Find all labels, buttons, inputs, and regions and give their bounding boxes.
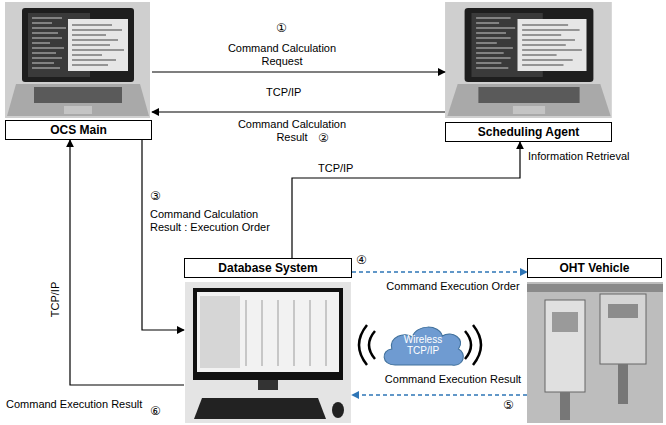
arrow-label: Command Execution Result xyxy=(383,373,523,386)
system-box: OHT Vehicle xyxy=(527,258,662,423)
callout-number: ⑥ xyxy=(150,405,161,418)
arrow-label: Command Calculation Result : Execution O… xyxy=(150,208,285,234)
tcp-arrow xyxy=(292,142,520,258)
tcp-arrow xyxy=(152,111,445,112)
system-box: Database System xyxy=(184,258,352,423)
arrow-label: Command Calculation Request xyxy=(222,42,342,68)
oht-vehicle-photo xyxy=(527,282,663,423)
callout-number: ① xyxy=(276,22,287,35)
system-box: Scheduling Agent xyxy=(445,2,612,142)
system-box: OCS Main xyxy=(5,2,152,140)
callout-number: ④ xyxy=(356,254,367,267)
wireless-arrow xyxy=(352,271,527,273)
arrow-label: Command Execution Result xyxy=(6,398,146,411)
network-cloud: Wireless TCP/IP xyxy=(380,322,466,368)
desktop-photo xyxy=(185,282,351,423)
protocol-label: TCP/IP xyxy=(318,162,353,175)
system-label: Scheduling Agent xyxy=(445,122,612,142)
callout-number: ② xyxy=(318,132,329,145)
arrow-label: Information Retrieval xyxy=(528,150,658,163)
tcp-arrow xyxy=(152,71,445,72)
wireless-waves xyxy=(359,325,481,365)
arrow-label: Command Calculation Result xyxy=(232,118,352,144)
arrow-label: Command Execution Order xyxy=(383,280,523,293)
system-label: OHT Vehicle xyxy=(527,258,662,278)
laptop-photo xyxy=(445,2,612,118)
callout-number: ⑤ xyxy=(503,399,514,412)
laptop-photo xyxy=(5,2,150,118)
tcp-arrow xyxy=(142,140,184,330)
protocol-label: TCP/IP xyxy=(266,86,301,99)
callout-number: ③ xyxy=(150,190,161,203)
wireless-arrow xyxy=(352,394,527,396)
tcp-arrow xyxy=(70,140,184,385)
protocol-label: TCP/IP xyxy=(49,270,62,330)
system-label: OCS Main xyxy=(5,120,152,140)
system-label: Database System xyxy=(184,258,352,278)
cloud-label: Wireless TCP/IP xyxy=(397,334,449,356)
